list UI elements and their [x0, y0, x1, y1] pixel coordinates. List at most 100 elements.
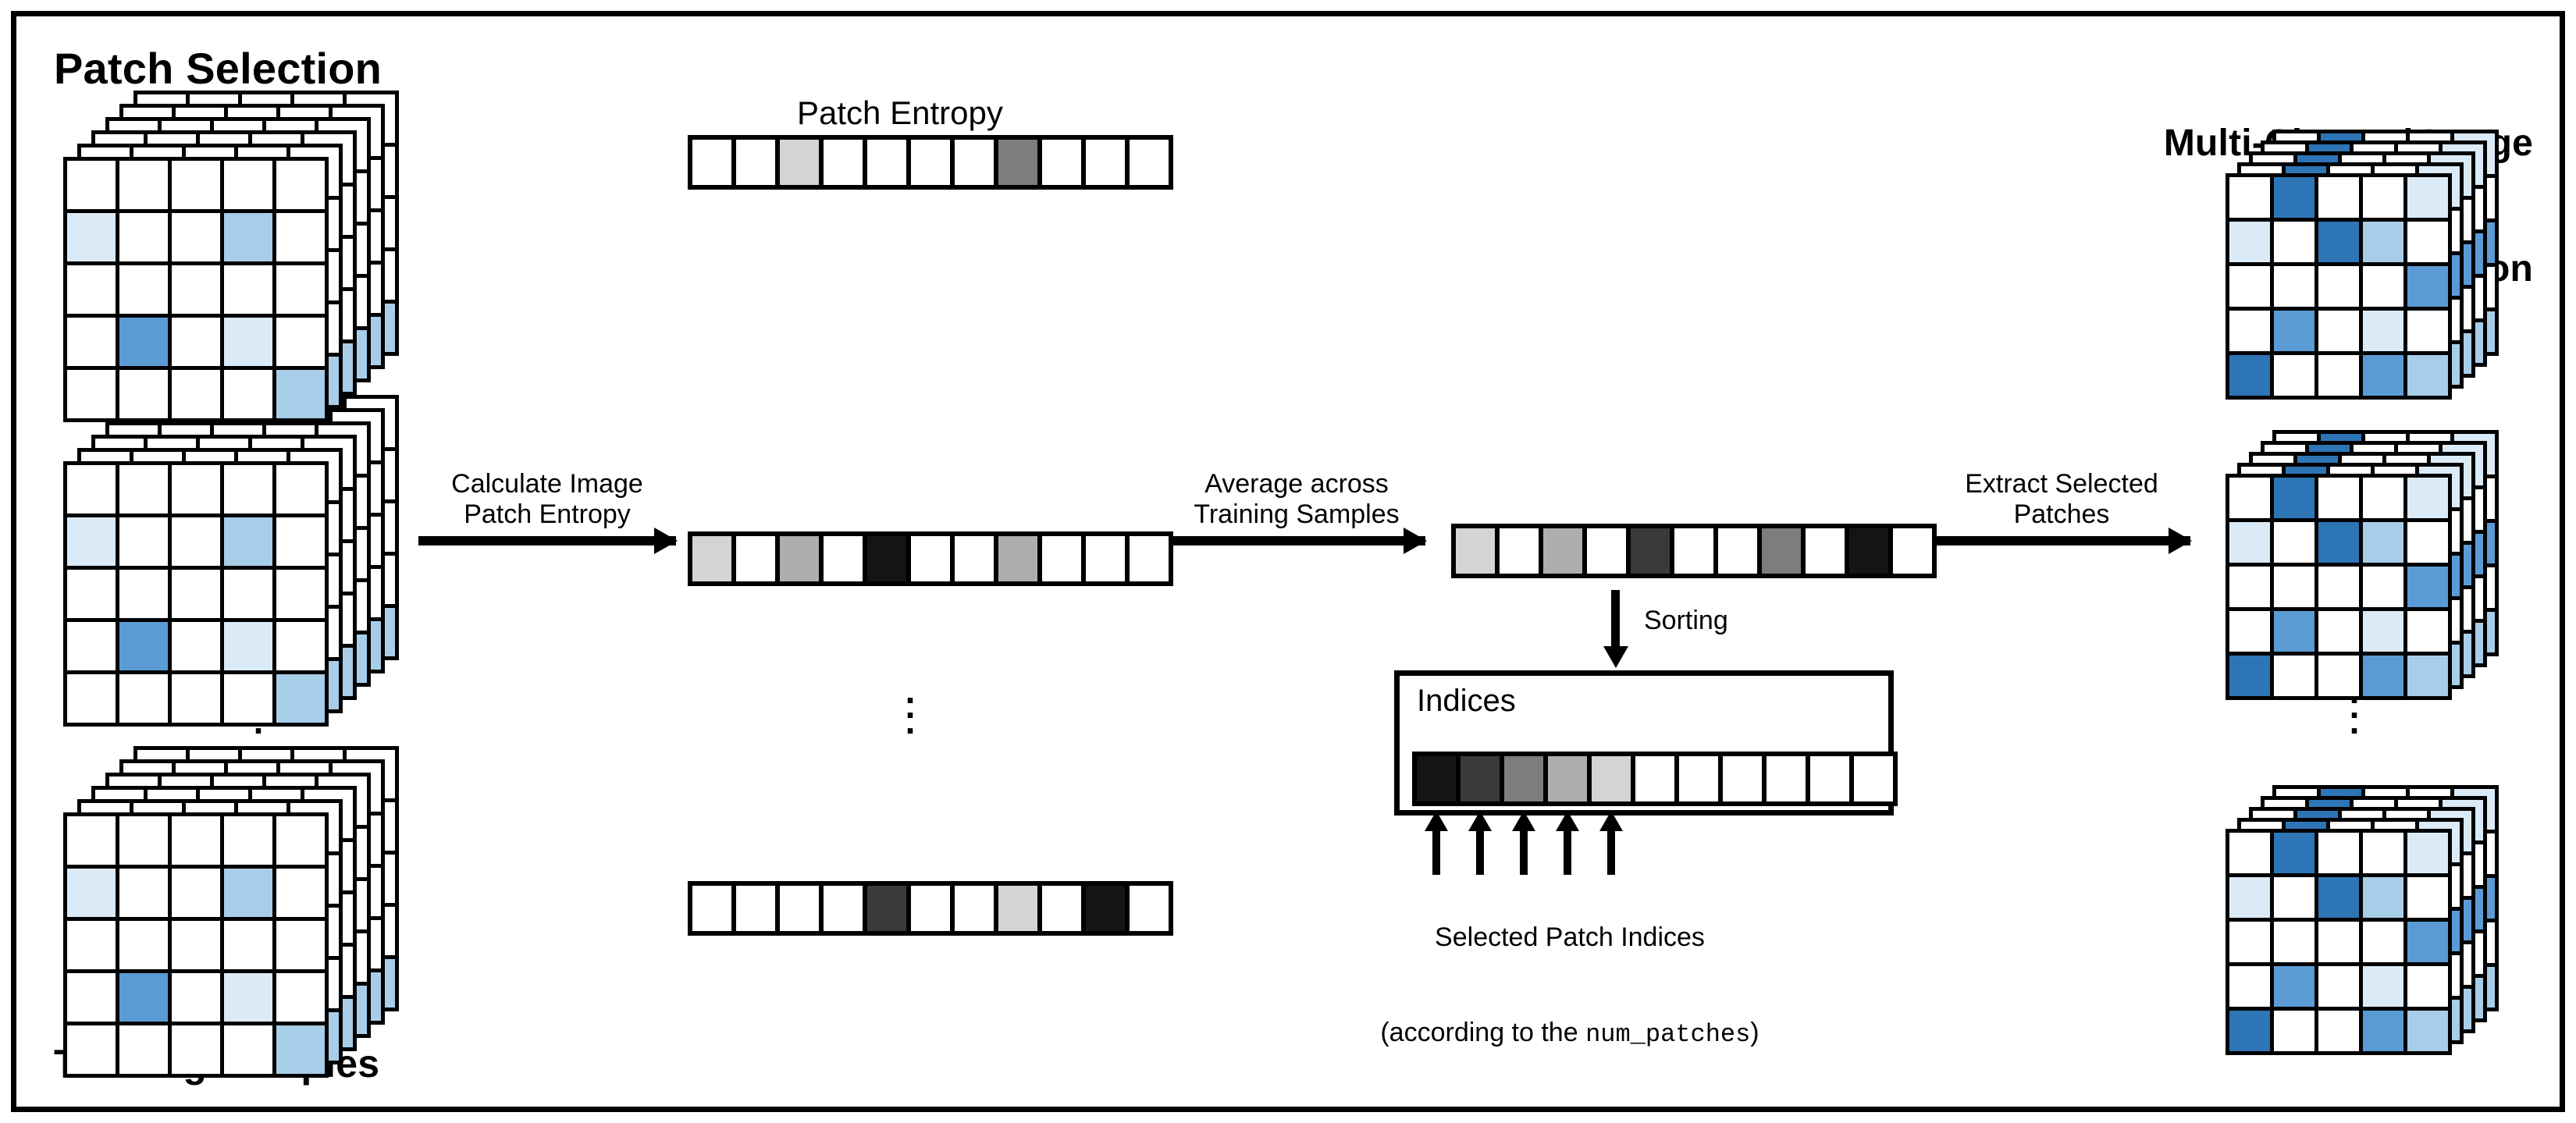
patch-cell[interactable]: [2363, 833, 2403, 873]
patch-cell[interactable]: [172, 370, 220, 418]
patch-cell[interactable]: [2363, 966, 2403, 1007]
entropy-cell-2[interactable]: [736, 140, 775, 185]
entropy-cell-3[interactable]: [1543, 528, 1582, 574]
patch-cell[interactable]: [172, 265, 220, 314]
patch-cell[interactable]: [2274, 966, 2314, 1007]
patch-cell[interactable]: [67, 465, 116, 514]
patch-cell[interactable]: [2318, 567, 2359, 607]
patch-cell[interactable]: [172, 869, 220, 917]
entropy-cell-4[interactable]: [824, 536, 863, 581]
entropy-cell-5[interactable]: [1592, 756, 1631, 801]
patch-cell[interactable]: [172, 517, 220, 566]
patch-cell[interactable]: [276, 161, 325, 209]
patch-cell[interactable]: [2363, 478, 2403, 518]
patch-cell[interactable]: [2407, 177, 2448, 218]
patch-cell[interactable]: [172, 318, 220, 366]
patch-cell[interactable]: [2318, 355, 2359, 396]
entropy-cell-1[interactable]: [692, 886, 731, 931]
patch-cell[interactable]: [67, 213, 116, 261]
entropy-cell-5[interactable]: [867, 140, 906, 185]
patch-cell[interactable]: [2407, 311, 2448, 351]
entropy-cell-4[interactable]: [824, 140, 863, 185]
entropy-cell-9[interactable]: [1806, 528, 1845, 574]
patch-cell[interactable]: [119, 921, 168, 969]
patch-cell[interactable]: [67, 674, 116, 723]
patch-cell[interactable]: [276, 213, 325, 261]
entropy-cell-10[interactable]: [1810, 756, 1849, 801]
patch-cell[interactable]: [2318, 522, 2359, 563]
patch-cell[interactable]: [172, 570, 220, 618]
patch-cell[interactable]: [119, 674, 168, 723]
patch-cell[interactable]: [276, 869, 325, 917]
patch-cell[interactable]: [2318, 1011, 2359, 1051]
entropy-cell-3[interactable]: [780, 140, 819, 185]
entropy-cell-1[interactable]: [692, 140, 731, 185]
patch-cell[interactable]: [276, 973, 325, 1022]
entropy-cell-5[interactable]: [867, 886, 906, 931]
patch-cell[interactable]: [67, 265, 116, 314]
patch-cell[interactable]: [2274, 355, 2314, 396]
patch-cell[interactable]: [2274, 311, 2314, 351]
patch-cell[interactable]: [2363, 611, 2403, 652]
entropy-cell-6[interactable]: [1635, 756, 1674, 801]
patch-cell[interactable]: [224, 265, 272, 314]
patch-cell[interactable]: [2229, 922, 2270, 962]
patch-cell[interactable]: [224, 465, 272, 514]
entropy-cell-1[interactable]: [692, 536, 731, 581]
patch-cell[interactable]: [2229, 1011, 2270, 1051]
patch-cell[interactable]: [119, 161, 168, 209]
entropy-cell-6[interactable]: [911, 886, 950, 931]
entropy-cell-9[interactable]: [1042, 536, 1081, 581]
entropy-cell-11[interactable]: [1130, 536, 1169, 581]
patch-cell[interactable]: [2407, 833, 2448, 873]
patch-cell[interactable]: [67, 570, 116, 618]
patch-cell[interactable]: [224, 921, 272, 969]
patch-cell[interactable]: [172, 161, 220, 209]
patch-cell[interactable]: [119, 213, 168, 261]
patch-cell[interactable]: [2363, 656, 2403, 696]
patch-cell[interactable]: [2274, 611, 2314, 652]
patch-cell[interactable]: [2407, 656, 2448, 696]
patch-cell[interactable]: [2407, 611, 2448, 652]
patch-cell[interactable]: [2318, 311, 2359, 351]
patch-cell[interactable]: [2363, 567, 2403, 607]
patch-cell[interactable]: [2229, 522, 2270, 563]
entropy-cell-8[interactable]: [1762, 528, 1801, 574]
patch-cell[interactable]: [2363, 522, 2403, 563]
patch-cell[interactable]: [2407, 1011, 2448, 1051]
patch-cell[interactable]: [2407, 567, 2448, 607]
patch-cell[interactable]: [2318, 611, 2359, 652]
patch-cell[interactable]: [67, 161, 116, 209]
entropy-cell-6[interactable]: [1674, 528, 1713, 574]
patch-cell[interactable]: [2274, 1011, 2314, 1051]
patch-cell[interactable]: [172, 816, 220, 865]
patch-cell[interactable]: [2229, 611, 2270, 652]
patch-cell[interactable]: [119, 465, 168, 514]
patch-cell[interactable]: [224, 517, 272, 566]
entropy-cell-8[interactable]: [1723, 756, 1762, 801]
patch-cell[interactable]: [224, 161, 272, 209]
patch-cell[interactable]: [119, 370, 168, 418]
patch-cell[interactable]: [2229, 478, 2270, 518]
patch-cell[interactable]: [2363, 877, 2403, 918]
patch-cell[interactable]: [2318, 177, 2359, 218]
patch-cell[interactable]: [2363, 311, 2403, 351]
patch-cell[interactable]: [2407, 222, 2448, 262]
patch-cell[interactable]: [2318, 966, 2359, 1007]
entropy-cell-10[interactable]: [1086, 536, 1125, 581]
patch-cell[interactable]: [119, 318, 168, 366]
entropy-cell-2[interactable]: [736, 536, 775, 581]
patch-cell[interactable]: [2274, 522, 2314, 563]
patch-cell[interactable]: [67, 921, 116, 969]
entropy-cell-7[interactable]: [955, 886, 994, 931]
patch-cell[interactable]: [2229, 177, 2270, 218]
patch-cell[interactable]: [119, 265, 168, 314]
entropy-cell-8[interactable]: [998, 886, 1037, 931]
patch-cell[interactable]: [2363, 177, 2403, 218]
patch-cell[interactable]: [119, 1025, 168, 1074]
patch-cell[interactable]: [224, 213, 272, 261]
patch-cell[interactable]: [2229, 833, 2270, 873]
patch-cell[interactable]: [2274, 177, 2314, 218]
patch-cell[interactable]: [2407, 966, 2448, 1007]
entropy-cell-7[interactable]: [955, 536, 994, 581]
